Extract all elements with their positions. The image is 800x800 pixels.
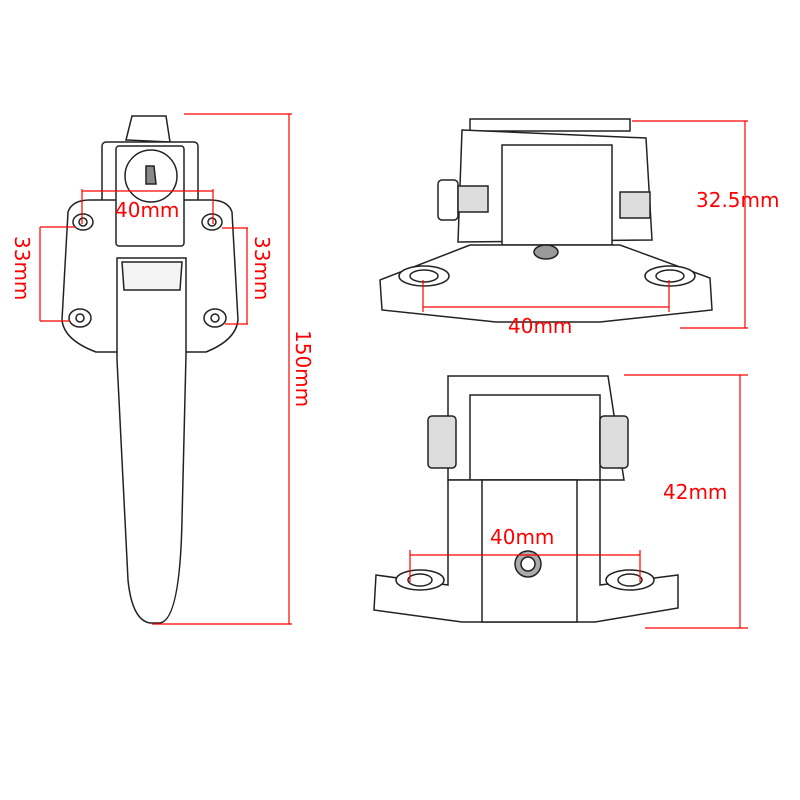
handle-drawing — [61, 115, 239, 624]
handle-hole-spacing-horizontal-label: 40mm — [115, 198, 180, 222]
bottom-view-height-label: 42mm — [663, 480, 728, 504]
dimension-lines — [39, 113, 748, 629]
handle-hole-spacing-vertical-right-label: 33mm — [250, 236, 274, 301]
top-view-height-label: 32.5mm — [696, 188, 780, 212]
handle-total-length-label: 150mm — [291, 330, 315, 408]
bottom-side-view-drawing — [373, 375, 679, 623]
top-view-hole-spacing-label: 40mm — [508, 314, 573, 338]
bottom-view-hole-spacing-label: 40mm — [490, 525, 555, 549]
top-side-view-drawing — [379, 118, 713, 323]
handle-hole-spacing-vertical-left-label: 33mm — [10, 236, 34, 301]
